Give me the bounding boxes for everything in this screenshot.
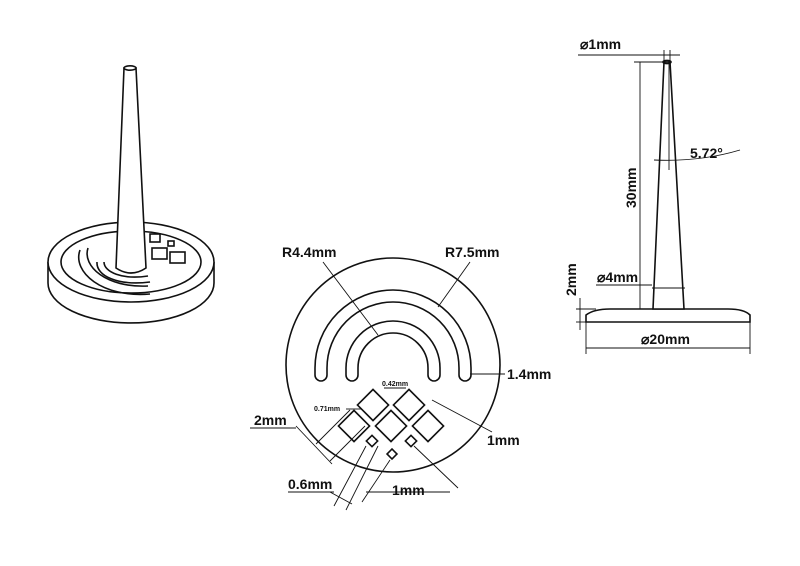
persp-square-1 [149,233,161,243]
label-1mm-bottom: 1mm [392,482,425,498]
disc-bottom-edge [47,262,215,324]
inner-arc-groove [345,320,441,382]
persp-square-3 [169,251,186,264]
leader-r44 [322,261,379,336]
groove-outer-inner [86,247,149,287]
label-base-thickness: 2mm [563,263,579,296]
persp-square-4 [167,240,175,247]
label-tip-diameter: ⌀1mm [580,36,621,52]
leader-r75 [437,261,471,308]
perspective-view [47,65,215,324]
label-disc-diameter: ⌀20mm [641,331,690,347]
square-large-4 [374,409,408,443]
persp-square-2 [151,247,168,260]
angle-arc [653,149,741,161]
label-angle: 5.72° [690,145,723,161]
leader-pitch [431,399,493,433]
label-r44: R4.4mm [282,244,336,260]
side-disc [585,308,751,323]
side-needle [652,61,685,310]
persp-needle-tip [123,65,137,72]
square-small-3 [385,447,399,461]
side-view: ⌀1mm 5.72° 30mm ⌀4mm 2mm ⌀20mm [563,36,751,354]
dim-06mm [288,445,379,511]
label-r75: R7.5mm [445,244,499,260]
label-071: 0.71mm [314,406,340,413]
square-large-3 [337,409,371,443]
square-large-1 [356,388,390,422]
label-042: 0.42mm [382,381,408,388]
square-small-2 [404,434,418,448]
square-small-1 [365,434,379,448]
label-base-diameter: ⌀4mm [597,269,638,285]
dim-1mm-bottom [361,445,459,503]
outer-arc-groove [314,289,472,382]
groove-inner-2 [103,261,149,278]
persp-needle [115,67,147,274]
label-height: 30mm [623,168,639,208]
top-view: R4.4mm R7.5mm 1.4mm 0.71mm 0.42mm 1mm 2m… [250,244,551,511]
square-large-2 [392,388,426,422]
label-groove-width: 1.4mm [507,366,551,382]
label-2mm: 2mm [254,412,287,428]
label-06mm: 0.6mm [288,476,332,492]
label-pitch: 1mm [487,432,520,448]
top-disc-outline [285,257,501,473]
groove-inner [96,261,151,284]
groove-outer [77,249,151,296]
square-large-5 [411,409,445,443]
dim-2mm [250,409,366,465]
